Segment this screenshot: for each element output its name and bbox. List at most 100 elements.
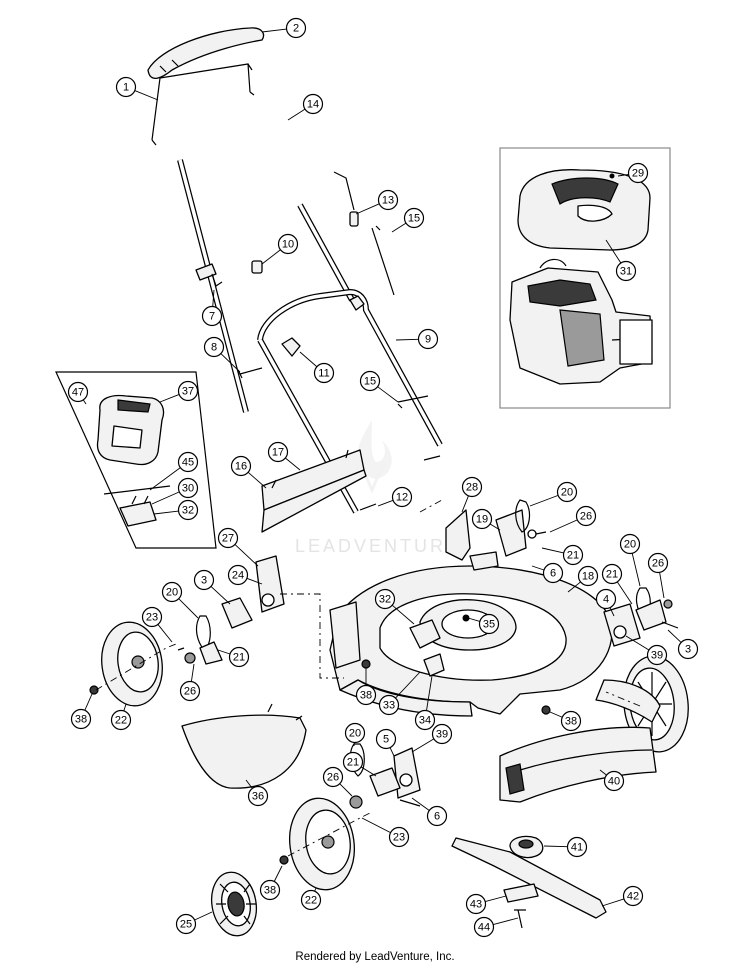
callout-number: 39 [436, 729, 448, 741]
callout-number: 31 [620, 266, 632, 278]
callout-bubble [259, 879, 281, 901]
callout-13: 13 [355, 189, 399, 215]
callout-26: 26 [179, 663, 201, 702]
assembly-line-handle [419, 499, 443, 513]
callout-bubble [615, 260, 637, 282]
callout-leader [194, 911, 213, 921]
assembly-line-left [280, 593, 344, 679]
callout-number: 44 [478, 922, 490, 934]
callout-12: 12 [377, 486, 413, 508]
callout-leader [467, 617, 480, 622]
front-left-wheel [89, 621, 177, 707]
callout-number: 45 [182, 457, 194, 469]
callout-bubble [313, 362, 335, 384]
callout-bubble [342, 751, 364, 773]
callout-bubble [217, 527, 239, 549]
callout-bubble [177, 477, 199, 499]
callout-26: 26 [647, 552, 669, 599]
callout-bubble [595, 588, 617, 610]
assembly-line-right [605, 691, 641, 707]
callout-number: 10 [282, 239, 294, 251]
callout-35: 35 [467, 613, 500, 635]
callout-42: 42 [601, 885, 644, 907]
callout-21: 21 [217, 646, 250, 668]
callout-38: 38 [355, 668, 377, 706]
callout-bubble [562, 544, 584, 566]
callout-25: 25 [175, 911, 213, 935]
callout-leader [529, 494, 559, 507]
callout-24: 24 [227, 564, 263, 586]
callout-bubble [300, 889, 322, 911]
callout-22: 22 [300, 887, 322, 911]
callout-bubble [603, 770, 625, 792]
callout-number: 43 [470, 899, 482, 911]
callout-18: 18 [567, 565, 599, 593]
callout-number: 38 [75, 714, 87, 726]
callout-8: 8 [203, 336, 241, 373]
callout-number: 21 [233, 652, 245, 664]
callout-number: 13 [382, 195, 394, 207]
callout-leader [273, 865, 283, 882]
callout-number: 47 [72, 387, 84, 399]
callout-number: 17 [272, 447, 284, 459]
callout-number: 23 [393, 832, 405, 844]
rear-height-adjuster [495, 499, 547, 557]
callout-20: 20 [529, 481, 578, 507]
callout-bubble [556, 481, 578, 503]
callout-leader [149, 467, 181, 491]
callout-bubble [426, 805, 448, 827]
callout-leader [601, 898, 625, 907]
callout-number: 32 [182, 505, 194, 517]
callout-leader [411, 797, 430, 811]
callout-leader [489, 523, 501, 531]
callout-number: 6 [434, 811, 440, 823]
mower-deck [329, 509, 613, 717]
callout-leader [493, 917, 519, 926]
callout-number: 26 [580, 511, 592, 523]
callout-bubble [478, 613, 500, 635]
callout-leader [157, 624, 173, 643]
callout-number: 8 [211, 342, 217, 354]
callout-bubble [577, 565, 599, 587]
callout-30: 30 [151, 477, 199, 505]
callout-bubble [377, 189, 399, 211]
callout-bubble [110, 709, 132, 731]
callout-38: 38 [70, 693, 93, 730]
callout-10: 10 [261, 233, 299, 265]
callout-bubble [177, 499, 199, 521]
callout-number: 1 [123, 82, 129, 94]
callout-40: 40 [599, 769, 625, 792]
callout-41: 41 [543, 836, 588, 858]
callout-bubble [285, 17, 307, 39]
callout-number: 25 [180, 919, 192, 931]
callout-6: 6 [411, 797, 448, 827]
callout-38: 38 [259, 865, 283, 901]
callout-leader [667, 629, 682, 643]
callout-leader [261, 249, 281, 265]
callout-26: 26 [322, 766, 353, 797]
callout-number: 7 [209, 311, 215, 323]
callout-6: 6 [531, 562, 564, 584]
callout-23: 23 [141, 606, 173, 643]
callout-leader [123, 703, 127, 712]
callout-number: 36 [252, 791, 264, 803]
callout-leader [360, 766, 377, 777]
callout-bubble [267, 441, 289, 463]
callout-20: 20 [161, 581, 199, 619]
callout-1: 1 [115, 76, 159, 101]
callout-leader [134, 90, 159, 101]
callout-leader [287, 108, 306, 121]
callout-leader [395, 671, 421, 699]
callout-bubble [203, 336, 225, 358]
callout-leader [543, 845, 568, 848]
callout-21: 21 [601, 563, 633, 605]
callout-leader [461, 495, 469, 513]
callout-leader [82, 399, 87, 405]
callout-number: 15 [408, 213, 420, 225]
callout-number: 5 [383, 734, 389, 746]
callout-leader [625, 635, 650, 651]
callout-number: 32 [379, 594, 391, 606]
callout-leader [159, 394, 180, 403]
callout-leader [210, 586, 231, 605]
callout-15: 15 [359, 370, 399, 403]
